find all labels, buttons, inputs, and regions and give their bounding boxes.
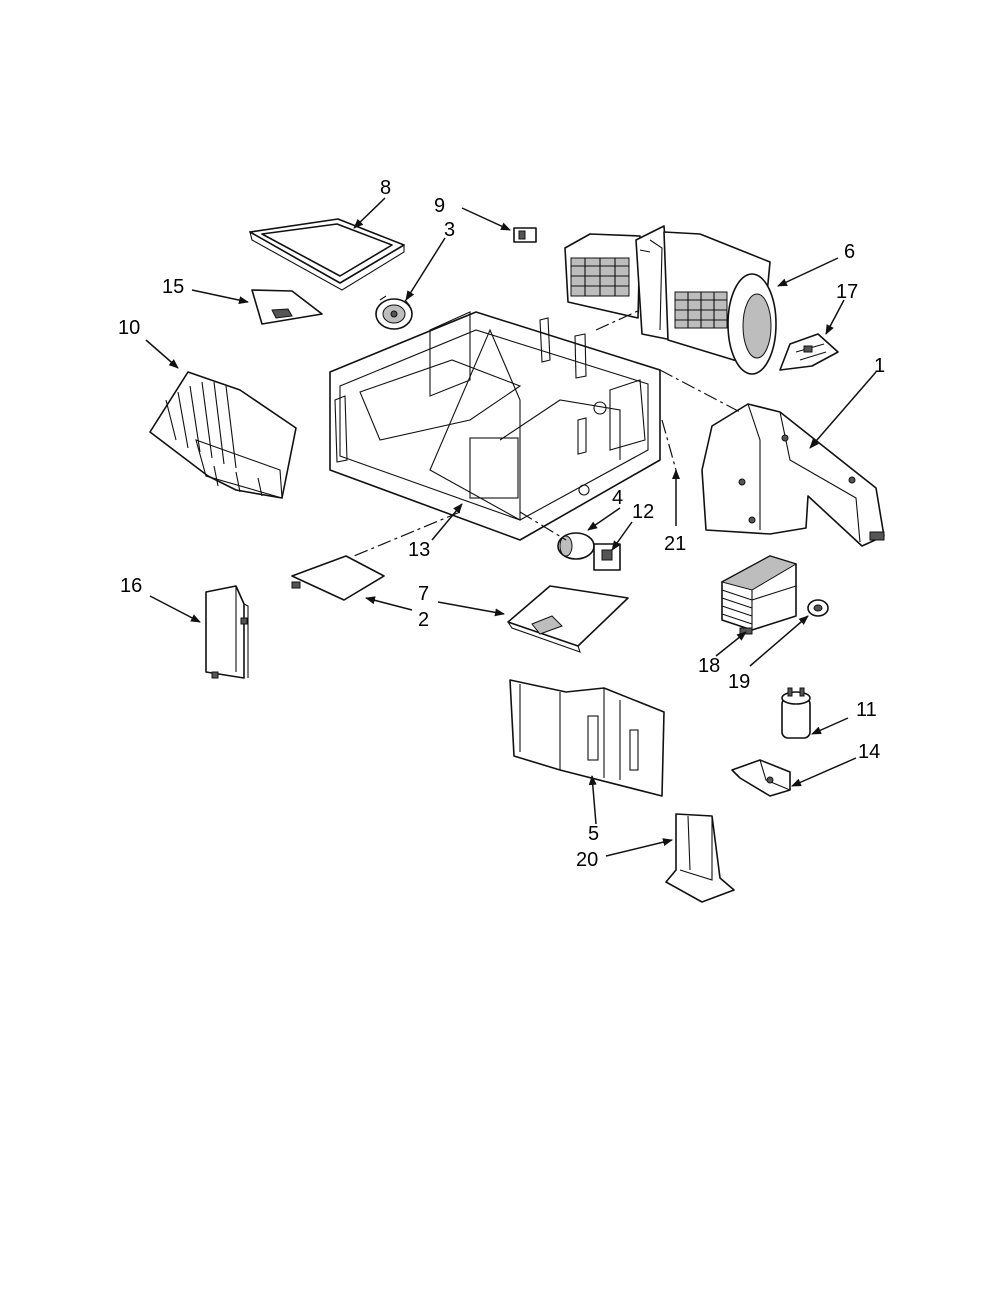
callout-2: 2 [418, 609, 429, 631]
callout-4: 4 [612, 487, 623, 509]
part-19-switch [807, 599, 829, 617]
part-8-filter [249, 218, 405, 291]
callout-6: 6 [844, 241, 855, 263]
callout-14: 14 [858, 741, 880, 763]
callout-21: 21 [664, 533, 686, 555]
callout-13: 13 [408, 539, 430, 561]
callout-11: 11 [856, 699, 877, 721]
callout-20: 20 [576, 849, 598, 871]
callout-10: 10 [118, 317, 140, 339]
callout-9: 9 [434, 195, 445, 217]
callout-19: 19 [728, 671, 750, 693]
part-1-duct [701, 403, 885, 547]
part-4-12-socket [557, 532, 621, 571]
part-7-plate [507, 585, 629, 653]
callout-15: 15 [162, 276, 184, 298]
part-5-shield [509, 679, 665, 797]
callout-8: 8 [380, 177, 391, 199]
callout-7: 7 [418, 583, 429, 605]
part-10-vent [149, 371, 297, 499]
callout-5: 5 [588, 823, 599, 845]
part-3-motor [375, 295, 413, 330]
callout-12: 12 [632, 501, 654, 523]
part-20-guide [665, 813, 735, 903]
assembly-lines [353, 309, 741, 557]
callout-3: 3 [444, 219, 455, 241]
callout-labels: 8 9 3 6 17 15 10 1 4 12 13 21 16 7 2 18 … [118, 177, 885, 871]
callout-16: 16 [120, 575, 142, 597]
part-15-cover [251, 289, 323, 325]
part-17-bracket [779, 333, 839, 371]
part-13-chassis [329, 311, 661, 541]
part-14-bracket [731, 759, 791, 797]
part-16-panel [205, 585, 249, 679]
leader-arrows [145, 197, 877, 857]
callout-18: 18 [698, 655, 720, 677]
part-11-capacitor [781, 687, 811, 739]
callout-1: 1 [874, 355, 885, 377]
part-6-blower [564, 225, 777, 375]
callout-17: 17 [836, 281, 858, 303]
part-18-transformer [720, 555, 798, 635]
part-2-plate [291, 555, 385, 601]
part-9-clip [513, 227, 537, 243]
